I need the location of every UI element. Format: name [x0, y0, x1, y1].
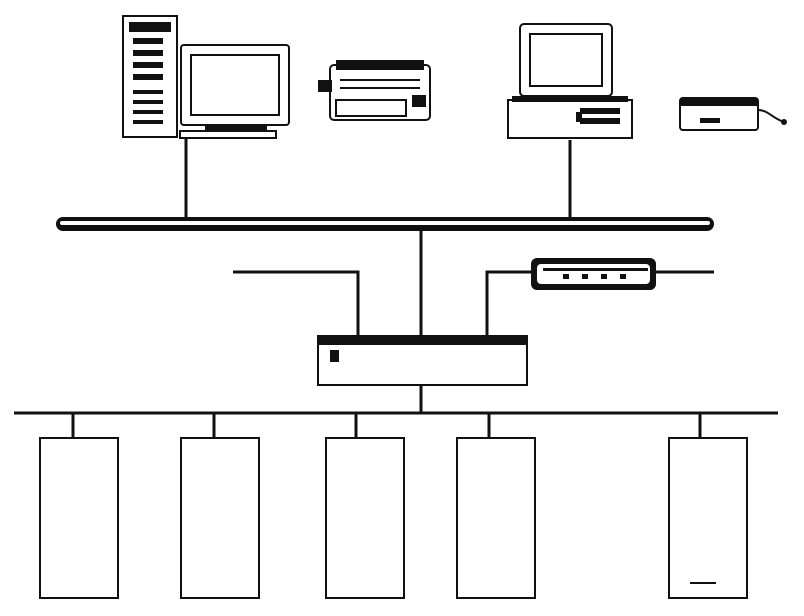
switch-icon	[317, 335, 528, 386]
terminal-box-4	[456, 437, 536, 599]
tower-workstation-icon	[122, 15, 290, 139]
terminal-box-5	[668, 437, 748, 599]
hub-icon	[531, 258, 656, 290]
link-hub-branch	[485, 270, 531, 336]
backbone-bus	[56, 217, 714, 231]
modem-icon	[679, 97, 787, 131]
terminal-box-3	[325, 437, 405, 599]
terminal-box-2	[180, 437, 260, 599]
desktop-workstation-icon	[507, 23, 633, 139]
link-left-branch	[233, 270, 360, 336]
printer-icon	[318, 60, 431, 121]
terminal-box-1	[39, 437, 119, 599]
